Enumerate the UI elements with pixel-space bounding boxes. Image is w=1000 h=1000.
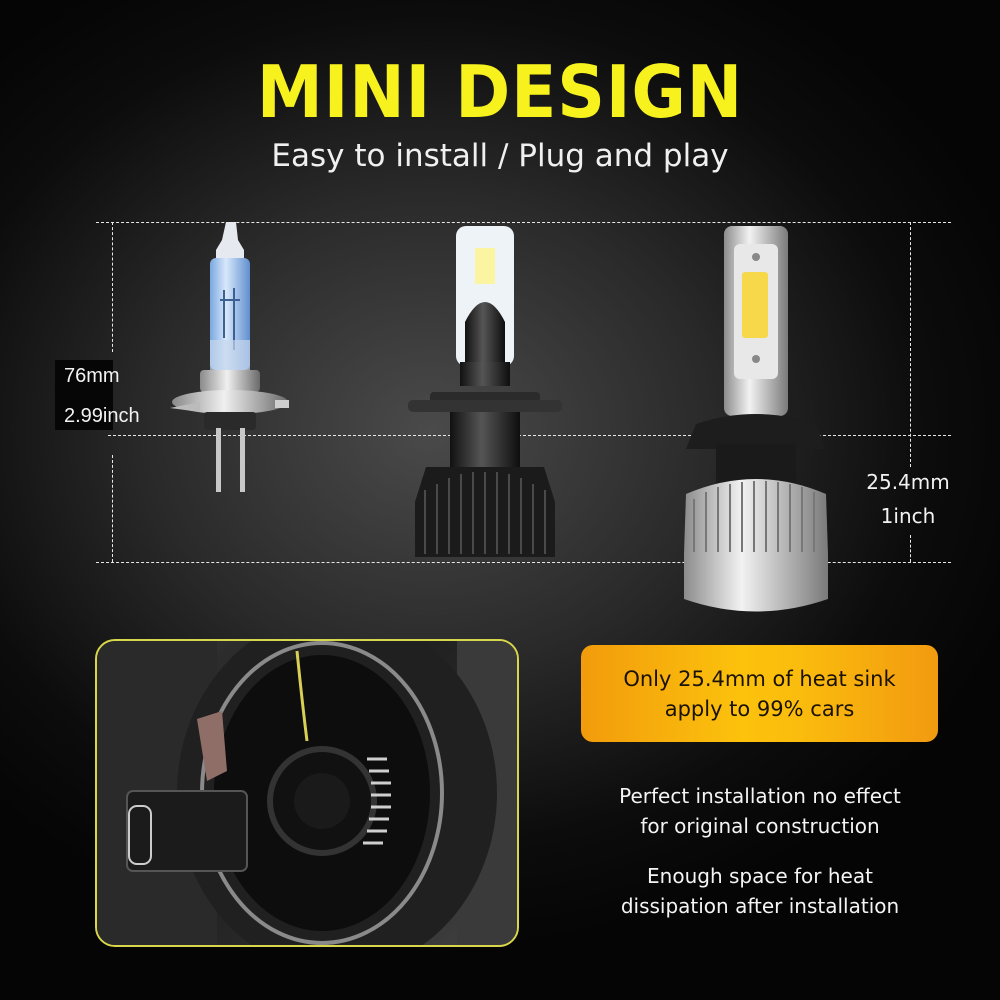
cob-led-bulb-image (684, 226, 828, 612)
feature-2-line-1: Enough space for heat (647, 864, 873, 888)
headlight-housing-illustration (97, 641, 517, 945)
installation-photo (95, 639, 519, 947)
dimension-mm-left: 76mm (64, 365, 120, 387)
dimension-inch-right: 1inch (880, 504, 936, 528)
feature-1-line-2: for original construction (640, 814, 880, 838)
badge-line-2: apply to 99% cars (664, 696, 855, 721)
guide-line-right-upper (910, 222, 911, 467)
feature-text-2: Enough space for heat dissipation after … (585, 861, 935, 921)
badge-line-1: Only 25.4mm of heat sink (623, 666, 896, 691)
guide-line-bottom (96, 562, 951, 563)
guide-line-top (96, 222, 951, 223)
page-title: MINI DESIGN (256, 50, 744, 134)
feature-text-1: Perfect installation no effect for origi… (585, 781, 935, 841)
guide-line-left-upper (112, 222, 113, 352)
guide-line-left-lower (112, 455, 113, 562)
feature-1-line-1: Perfect installation no effect (619, 784, 901, 808)
dimension-mm-right: 25.4mm (866, 470, 950, 494)
page-subtitle: Easy to install / Plug and play (271, 138, 729, 174)
feature-2-line-2: dissipation after installation (620, 894, 900, 918)
guide-line-right-lower (910, 535, 911, 562)
halogen-bulb-image (170, 222, 289, 492)
compact-led-bulb-image (408, 226, 562, 557)
guide-line-middle (108, 435, 951, 436)
dimension-label-left (55, 360, 113, 430)
heat-sink-badge: Only 25.4mm of heat sink apply to 99% ca… (581, 645, 938, 742)
dimension-inch-left: 2.99inch (64, 405, 140, 427)
